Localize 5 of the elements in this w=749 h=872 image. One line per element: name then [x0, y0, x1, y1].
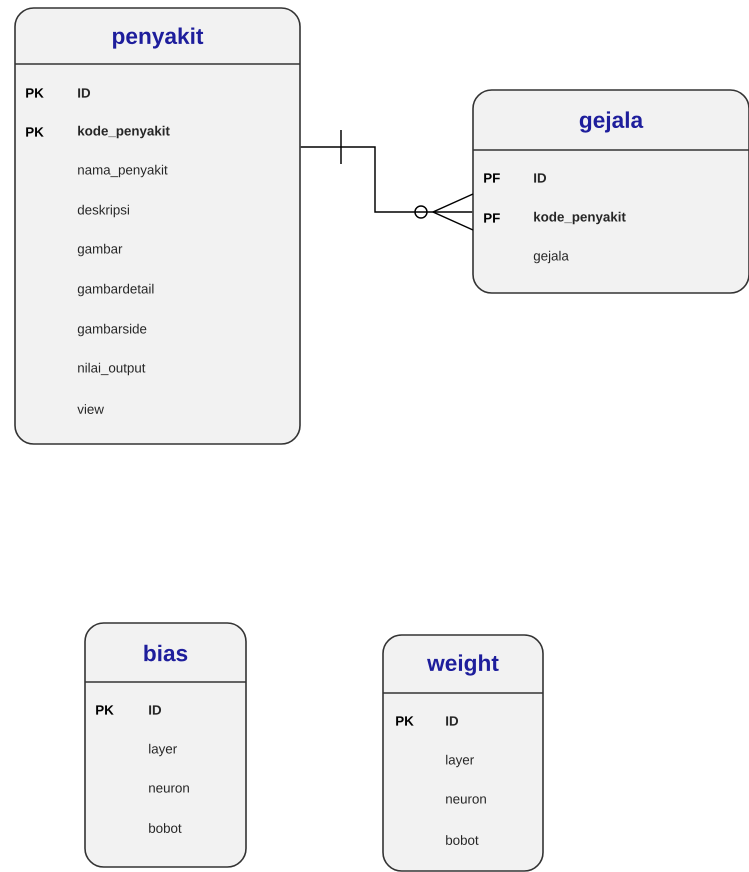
entity-table: penyakit PK ID PK kode_penyakit nama_penyakit deskripsi gambar gambardetail gambarside nilai_output view — [14, 7, 301, 445]
entity-table: gejala PF ID PF kode_penyakit gejala — [472, 89, 749, 294]
entity-table: weight PK ID layer neuron bobot — [382, 634, 544, 872]
entity-table: bias PK ID layer neuron bobot — [84, 622, 247, 868]
relationship-line — [300, 130, 474, 231]
